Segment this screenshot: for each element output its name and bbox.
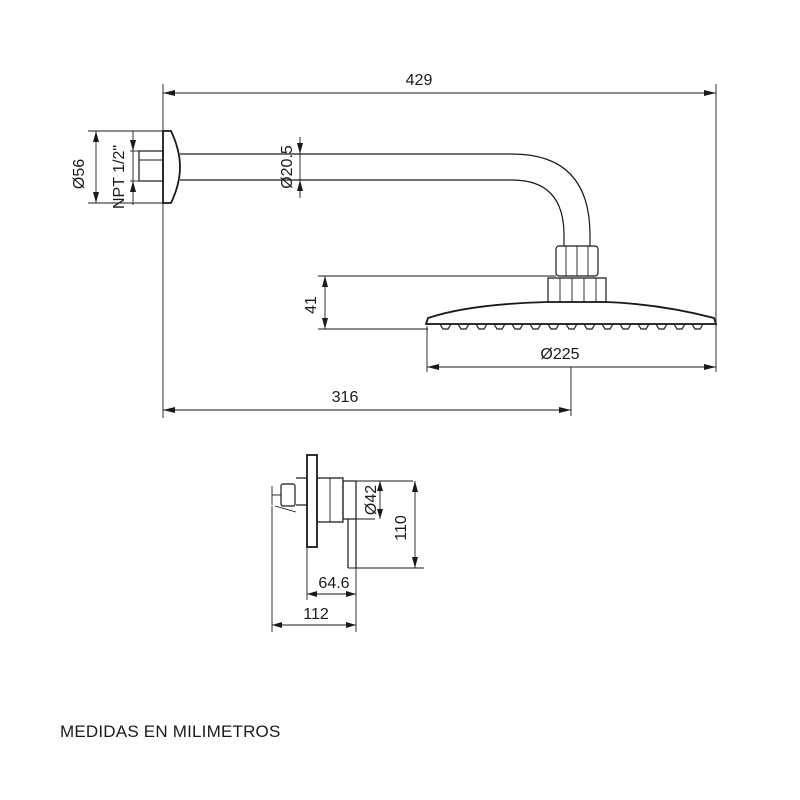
- dim-arm-label: Ø20.5: [279, 145, 296, 189]
- shower-assembly: [138, 130, 718, 330]
- dimension-112: 112: [271, 506, 357, 632]
- valve-assembly: [271, 454, 413, 568]
- dimension-429: 429: [162, 72, 717, 418]
- swivel-nut: [547, 245, 607, 303]
- dim-429-label: 429: [406, 72, 433, 89]
- dimension-valve-diameter: Ø42: [363, 481, 383, 519]
- shower-head: [424, 301, 718, 330]
- dim-316-label: 316: [332, 389, 359, 406]
- spray-nozzles: [439, 323, 704, 330]
- dim-41-label: 41: [303, 296, 320, 314]
- units-note: MEDIDAS EN MILIMETROS: [60, 722, 281, 741]
- dimension-316: 316: [163, 367, 572, 416]
- dim-110-label: 110: [393, 515, 410, 541]
- dim-thread-label: NPT 1/2": [111, 145, 128, 209]
- dimension-41: 41: [303, 275, 556, 330]
- dim-flange-label: Ø56: [71, 159, 88, 189]
- dimension-225: Ø225: [426, 326, 716, 372]
- dim-valve-diameter-label: Ø42: [363, 485, 380, 515]
- dimension-flange-diameter: Ø56: [71, 130, 163, 204]
- dim-225-label: Ø225: [540, 346, 579, 363]
- wall-flange: [138, 130, 181, 204]
- dim-112-label: 112: [303, 606, 329, 623]
- dimension-110: 110: [348, 481, 424, 569]
- dimension-arm-diameter: Ø20.5: [279, 137, 303, 198]
- shower-arm: [180, 153, 591, 246]
- dim-64-6-label: 64.6: [318, 575, 349, 592]
- dimension-thread: NPT 1/2": [111, 131, 139, 209]
- dimension-64-6: 64.6: [306, 547, 356, 600]
